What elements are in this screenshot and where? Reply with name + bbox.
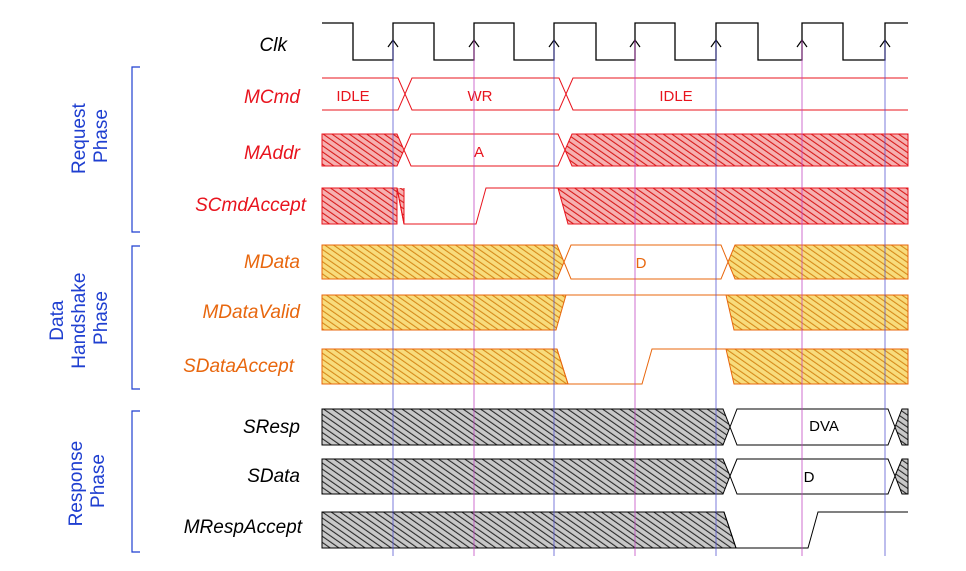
mcmd-value-wr: WR — [468, 88, 493, 105]
mcmd-value-idle-2: IDLE — [659, 88, 692, 105]
group-line: Response — [66, 441, 87, 527]
group-line: Phase — [88, 454, 109, 508]
sdata-value: D — [804, 469, 815, 486]
signal-name-mcmd: MCmd — [244, 87, 301, 108]
mcmd-value-idle-1: IDLE — [336, 88, 369, 105]
waveform-scmdaccept — [321, 187, 909, 225]
signal-name-sdata: SData — [247, 466, 300, 487]
signal-name-scmdaccept: SCmdAccept — [195, 195, 307, 216]
maddr-value: A — [474, 144, 484, 161]
group-label-request: Request Phase — [69, 98, 112, 174]
signal-name-mrespaccept: MRespAccept — [184, 517, 303, 538]
group-line: Request — [69, 103, 90, 174]
clock-edge-lines — [392, 40, 886, 556]
data-handshake-bracket — [131, 245, 140, 390]
signal-name-mdata: MData — [244, 252, 300, 273]
sresp-value: DVA — [809, 418, 839, 435]
group-line: Handshake — [69, 273, 90, 369]
signal-name-sdataaccept: SDataAccept — [183, 356, 295, 377]
response-bracket — [131, 410, 140, 553]
waveform-sdataaccept — [321, 348, 909, 385]
group-line: Phase — [91, 291, 112, 345]
group-brackets — [131, 66, 140, 553]
waveform-mcmd — [322, 77, 908, 111]
clock-edge-arrows — [387, 38, 891, 48]
signal-name-sresp: SResp — [243, 417, 300, 438]
waveform-maddr — [321, 133, 909, 167]
waveform-mdatavalid — [321, 294, 909, 331]
group-label-response: Response Phase — [66, 436, 109, 527]
signal-name-clk: Clk — [260, 35, 289, 56]
group-line: Data — [47, 300, 68, 341]
signal-names: Clk MCmd MAddr SCmdAccept MData MDataVal… — [183, 35, 307, 538]
signal-name-maddr: MAddr — [244, 143, 301, 164]
mdata-value: D — [636, 255, 647, 272]
waveform-mrespaccept — [321, 511, 908, 549]
request-bracket — [131, 66, 140, 233]
signal-name-mdatavalid: MDataValid — [202, 302, 301, 323]
waveform-mdata — [321, 244, 909, 280]
waveform-sresp — [321, 408, 909, 446]
waveform-sdata — [321, 458, 909, 495]
group-line: Phase — [91, 109, 112, 163]
group-label-data-handshake: Data Handshake Phase — [47, 267, 112, 368]
waveform-clk — [322, 22, 908, 61]
